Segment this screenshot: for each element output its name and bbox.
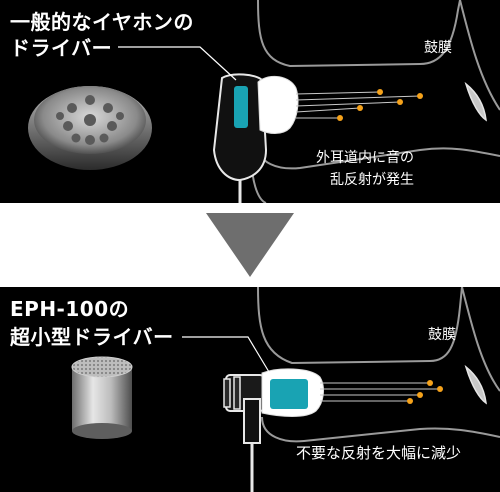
sound-ray-lines — [295, 91, 421, 119]
caption-line-2: 超小型ドライバー — [10, 325, 174, 349]
caption-line-1: EPH-100の — [10, 297, 130, 321]
conventional-ear-diagram — [28, 0, 500, 203]
eardrum-label: 鼓膜 — [424, 40, 452, 56]
sound-direct-dots — [407, 380, 443, 404]
caption-leader-line — [118, 46, 237, 81]
eardrum-label: 鼓膜 — [428, 327, 456, 343]
ear-outline-upper — [257, 0, 461, 68]
earphone-driver-teal — [234, 86, 248, 128]
note-line-2: 乱反射が発生 — [330, 172, 414, 188]
conventional-driver-panel: 一般的なイヤホンの ドライバー 鼓膜 外耳道内に音の 乱反射が発生 — [0, 0, 500, 203]
micro-driver-body — [72, 367, 132, 431]
sound-ray-lines — [320, 382, 440, 402]
eardrum-shape — [464, 364, 487, 405]
earphone-stem — [243, 398, 261, 444]
caption-line-1: 一般的なイヤホンの — [10, 10, 194, 34]
ear-outline-upper — [257, 287, 463, 365]
caption-line-2: ドライバー — [10, 36, 113, 60]
ear-tip — [257, 75, 299, 134]
eph100-driver-panel: EPH-100の 超小型ドライバー 鼓膜 不要な反射を大幅に減少 — [0, 287, 500, 492]
eph100-ear-diagram — [71, 287, 500, 492]
down-arrow-icon — [206, 213, 294, 277]
note-line-1: 外耳道内に音の — [316, 150, 414, 166]
sound-scatter-dots — [337, 89, 423, 121]
earphone-fin-1 — [223, 378, 231, 408]
micro-driver-mesh — [71, 356, 133, 378]
micro-driver-teal — [270, 379, 308, 409]
driver-grille-holes — [56, 95, 124, 145]
micro-driver-base — [72, 423, 132, 439]
earphone-fin-2 — [233, 376, 241, 410]
ear-outline-right — [459, 0, 500, 111]
eardrum-shape — [464, 81, 487, 122]
ear-outline-right — [461, 287, 500, 392]
ear-outline-lower — [261, 416, 500, 443]
arrow-area — [0, 203, 500, 287]
caption-leader-line — [182, 336, 273, 378]
note: 不要な反射を大幅に減少 — [296, 444, 462, 462]
